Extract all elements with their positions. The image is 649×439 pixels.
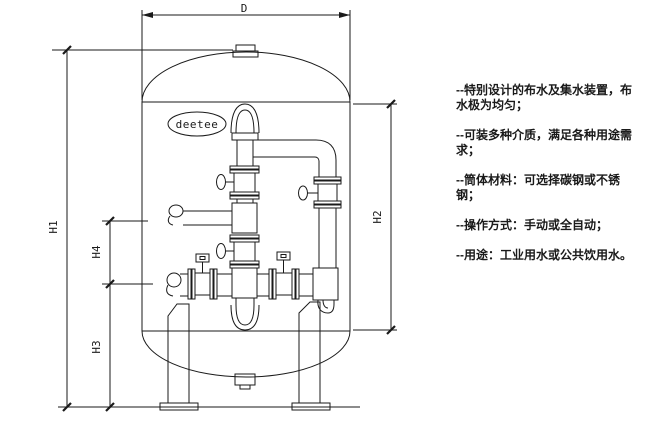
dimension-d: D [141,2,351,100]
valve-t-handle [276,251,291,261]
bell-end [168,204,184,218]
note-media: --可装多种介质，满足各种用途需求； [456,128,632,157]
dimension-h4: H4 [90,216,148,284]
right-riser-valve [298,176,342,209]
right-leg [298,301,321,404]
feature-notes: --特别设计的布水及集水装置，布水极为均匀； --可装多种介质，满足各种用途需求… [456,83,638,278]
valve-handle [216,243,226,259]
riser-valve-upper [216,165,260,200]
center-riser-pipe [230,103,260,331]
valve-handle [298,185,308,201]
valve-handle [216,174,226,190]
tank-body [141,51,351,378]
brand-logo: deetee [167,111,227,137]
dim-label-h3: H3 [90,340,103,353]
right-riser-pipe [312,160,339,314]
riser-bottom-bend [230,304,260,331]
note-operation-mode: --操作方式：手动或全自动； [456,218,608,232]
note-shell-material: --筒体材料：可选择碳钢或不锈钢； [456,173,620,202]
dim-label-d: D [241,2,248,15]
right-riser-outlet-elbow [317,299,335,314]
top-nozzle [232,44,259,58]
tank-legs [159,301,331,411]
bottom-left-valve [187,253,218,300]
elbow [315,139,337,161]
right-riser-block [312,267,339,301]
tank-top-dome [141,51,351,103]
valve-t-handle [195,253,210,263]
bell-end [166,272,182,288]
riser-cross [231,267,258,299]
drain-nozzle [234,373,256,390]
dim-label-h2: H2 [371,210,384,223]
dimension-h3: H3 [90,279,153,412]
riser-tee [231,202,258,234]
note-water-distribution: --特别设计的布水及集水装置，布水极为均匀； [456,83,632,112]
note-application: --用途：工业用水或公共饮用水。 [456,248,632,262]
bottom-manifold-pipe [166,272,313,297]
riser-top-cap [230,103,260,134]
riser-valve-lower [216,234,260,269]
dimension-h2: H2 [353,99,397,335]
arrowhead-left [142,12,153,18]
tank-bottom-head [141,330,351,378]
logo-text: deetee [176,118,219,131]
bottom-right-valve [268,251,300,300]
upper-left-branch-pipe [167,204,232,226]
arrowhead-right [339,12,350,18]
dimension-h1: H1 [47,45,233,412]
left-leg [167,303,190,404]
dim-label-h1: H1 [47,220,60,233]
dim-label-h4: H4 [90,245,103,259]
top-crossover-pipe [253,139,337,162]
logo-ellipse [167,111,227,137]
